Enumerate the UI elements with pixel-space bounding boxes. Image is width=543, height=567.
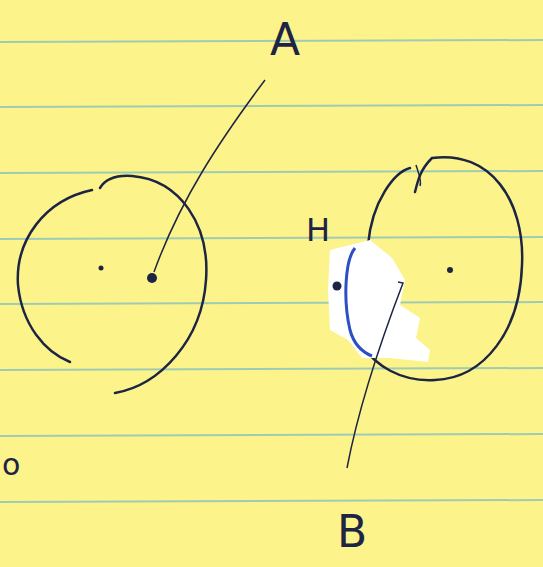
point-dot xyxy=(147,273,157,283)
left-circle xyxy=(18,190,92,362)
leader-line xyxy=(347,282,403,468)
center-dot xyxy=(447,267,453,273)
center-dot xyxy=(99,266,104,271)
pen-mark xyxy=(416,165,421,186)
leader-line xyxy=(154,80,265,272)
ruled-lines xyxy=(0,40,543,502)
blue-arc xyxy=(346,248,372,356)
part-label: A xyxy=(270,18,300,62)
left-circle xyxy=(100,176,206,393)
part-label: B xyxy=(337,510,367,554)
point-dot xyxy=(333,282,342,291)
note-label: o xyxy=(2,450,20,480)
point-label: H xyxy=(306,214,330,246)
correction-patch xyxy=(328,240,430,362)
